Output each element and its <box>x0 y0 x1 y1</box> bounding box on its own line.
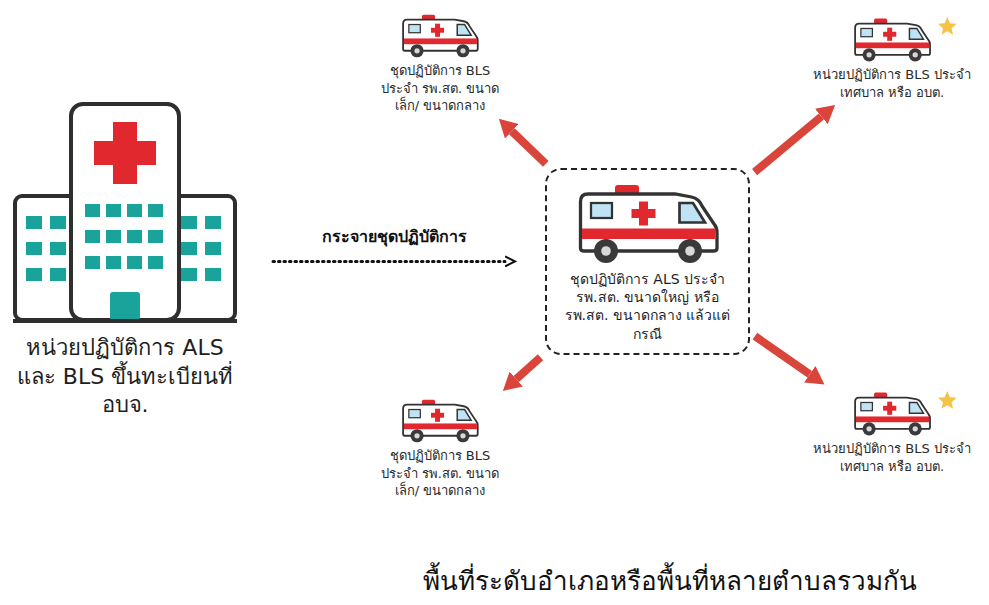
node-label: ชุดปฏิบัติการ ALS ประจำ รพ.สต. ขนาดใหญ่ … <box>555 270 740 343</box>
edge-label: กระจายชุดปฏิบัติการ <box>319 224 470 249</box>
ambulance-icon <box>399 10 481 62</box>
red-arrow <box>755 336 810 374</box>
red-arrow <box>755 116 822 172</box>
caption: พื้นที่ระดับอำเภอหรือพื้นที่หลายตำบลรวมก… <box>423 560 917 601</box>
red-arrow <box>516 357 540 379</box>
dotted-arrow <box>273 260 505 263</box>
node-label: ชุดปฏิบัติการ BLS ประจำ รพ.สต. ขนาดเล็ก/… <box>378 62 502 115</box>
ambulance-icon <box>399 395 481 447</box>
ambulance-icon <box>573 178 723 270</box>
bls-unit: หน่วยปฏิบัติการ BLS ประจำเทศบาล หรือ อบต… <box>812 14 972 101</box>
bls-unit: หน่วยปฏิบัติการ BLS ประจำเทศบาล หรือ อบต… <box>812 388 972 475</box>
ambulance-icon <box>851 388 958 440</box>
ambulance-icon <box>851 14 958 66</box>
red-arrow <box>512 131 546 164</box>
connectors <box>273 116 821 379</box>
node-label: ชุดปฏิบัติการ BLS ประจำ รพ.สต. ขนาดเล็ก/… <box>378 447 502 500</box>
node-label: หน่วยปฏิบัติการ BLS ประจำเทศบาล หรือ อบต… <box>812 440 972 475</box>
node-label: หน่วยปฏิบัติการ ALS และ BLS ขึ้นทะเบียนท… <box>5 326 245 420</box>
hospital-unit: หน่วยปฏิบัติการ ALS และ BLS ขึ้นทะเบียนท… <box>5 100 245 420</box>
node-label: หน่วยปฏิบัติการ BLS ประจำเทศบาล หรือ อบต… <box>812 66 972 101</box>
bls-unit: ชุดปฏิบัติการ BLS ประจำ รพ.สต. ขนาดเล็ก/… <box>378 395 502 500</box>
hospital-icon <box>9 100 241 326</box>
als-team-box: ชุดปฏิบัติการ ALS ประจำ รพ.สต. ขนาดใหญ่ … <box>545 168 750 355</box>
bls-unit: ชุดปฏิบัติการ BLS ประจำ รพ.สต. ขนาดเล็ก/… <box>378 10 502 115</box>
